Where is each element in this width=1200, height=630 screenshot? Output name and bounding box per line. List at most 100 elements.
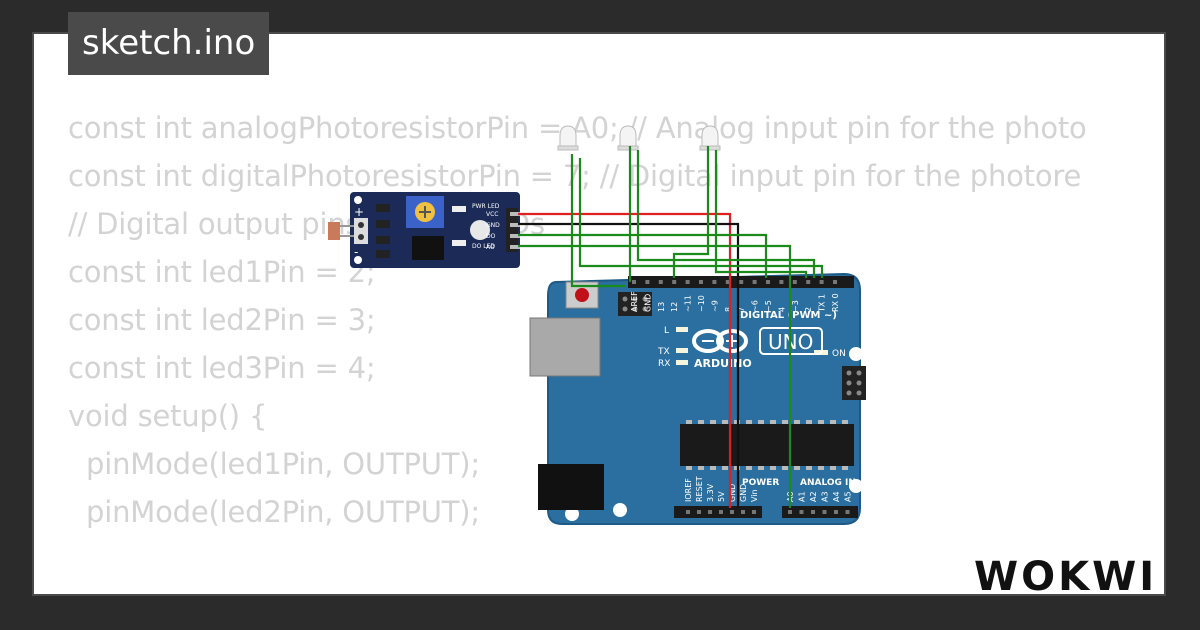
power-jack: [538, 464, 604, 510]
rx-led: [676, 360, 688, 365]
indicator-led: [470, 220, 490, 240]
header-pin: [730, 510, 734, 514]
chip-leg: [710, 466, 716, 470]
led3-signal-wire[interactable]: [714, 150, 808, 278]
resistor: [376, 204, 390, 212]
mount-hole: [354, 256, 362, 264]
digital-pin-label: 8: [724, 307, 733, 312]
header-pin: [719, 510, 723, 514]
header-pin: [708, 510, 712, 514]
sensor-pin: [510, 245, 520, 249]
led1-wire[interactable]: [570, 154, 626, 288]
chip-leg: [782, 466, 788, 470]
digital-pin-label: 2: [804, 307, 813, 312]
pwr-led: [452, 206, 466, 212]
header-pin: [699, 280, 703, 284]
sensor-pin: [510, 234, 520, 238]
code-editor[interactable]: const int analogPhotoresistorPin = A0; /…: [68, 104, 1087, 536]
led-body: [701, 125, 719, 149]
header-pin: [822, 510, 827, 514]
analog-header[interactable]: [782, 506, 858, 518]
code-line: const int analogPhotoresistorPin = A0; /…: [68, 111, 1087, 145]
digital-pin-label: ~6: [751, 300, 760, 312]
digital-pin-label: 4: [777, 307, 786, 312]
header-pin: [632, 280, 636, 284]
photoresistor-ldr: [328, 222, 340, 240]
sensor-pin-label: VCC: [486, 211, 498, 218]
led[interactable]: [699, 125, 721, 151]
ldr-socket: [354, 218, 368, 244]
file-name-tab[interactable]: sketch.ino: [68, 12, 270, 75]
chip-leg: [758, 420, 764, 424]
chip-leg: [794, 420, 800, 424]
chip-leg: [806, 420, 812, 424]
sensor-pin-label: AO: [486, 244, 495, 251]
canvas: const int analogPhotoresistorPin = A0; /…: [34, 34, 1164, 594]
header-pin: [658, 280, 663, 284]
on-label: ON: [832, 349, 846, 359]
code-line: void setup() {: [68, 399, 268, 433]
digital-pin-label: ~5: [764, 300, 773, 312]
code-line: const int led3Pin = 4;: [68, 351, 376, 385]
code-line: const int digitalPhotoresistorPin = 7; /…: [68, 159, 1082, 193]
chip-leg: [686, 466, 692, 470]
ao-wire[interactable]: [518, 244, 792, 508]
led[interactable]: [557, 125, 579, 151]
chip-leg: [830, 466, 836, 470]
l-label: L: [664, 326, 669, 336]
header-pin: [752, 280, 757, 284]
gnd-wire[interactable]: [518, 222, 740, 508]
power-pin-label: IOREF: [684, 478, 693, 502]
digital-pin-label: 13: [657, 302, 666, 312]
mount-hole: [849, 479, 863, 493]
analog-pin-label: A5: [844, 491, 853, 502]
power-header[interactable]: [674, 506, 762, 518]
led2-signal-wire[interactable]: [636, 150, 816, 278]
chip-leg: [818, 466, 824, 470]
code-line: pinMode(led2Pin, OUTPUT);: [68, 495, 480, 529]
led-rim: [557, 145, 579, 151]
chip-leg: [698, 420, 704, 424]
sensor-pin-label: GND: [486, 222, 500, 229]
header-pin: [792, 280, 797, 284]
header-pin: [779, 280, 784, 284]
led3-wire[interactable]: [672, 146, 710, 278]
header-pin: [799, 510, 804, 514]
icsp-header: [618, 292, 652, 316]
power-pin-label: GND: [739, 484, 748, 502]
do-led-label: DO LED: [472, 243, 495, 250]
pwr-led-label: PWR LED: [472, 203, 500, 210]
led-group: [557, 125, 721, 151]
digital-pin-label: ~9: [710, 300, 719, 312]
led1-signal-wire[interactable]: [578, 158, 824, 278]
led[interactable]: [617, 125, 639, 151]
digital-pin-label: 12: [670, 302, 679, 312]
wires: [518, 146, 824, 508]
header-pin: [712, 280, 717, 284]
chip-leg: [842, 420, 848, 424]
resistor: [376, 220, 390, 228]
chip-leg: [830, 420, 836, 424]
header-pin: [834, 510, 838, 514]
vcc-wire[interactable]: [518, 212, 732, 508]
digital-pin-label: 7: [737, 307, 746, 312]
header-pin: [741, 510, 745, 514]
header-pin: [697, 510, 701, 514]
header-pin: [739, 280, 744, 284]
chip-leg: [698, 466, 704, 470]
mount-hole: [354, 196, 362, 204]
header-pin: [806, 280, 811, 284]
power-pin-label: 5V: [717, 491, 726, 502]
analog-label: ANALOG IN: [800, 478, 856, 488]
reset-button-cap[interactable]: [575, 288, 589, 302]
do-wire[interactable]: [518, 233, 768, 278]
analog-pin-label: A4: [832, 491, 841, 502]
digital-pin-label: ~10: [697, 295, 706, 312]
plus-label: +: [354, 205, 364, 219]
wokwi-logo: WOKWI: [974, 554, 1158, 594]
